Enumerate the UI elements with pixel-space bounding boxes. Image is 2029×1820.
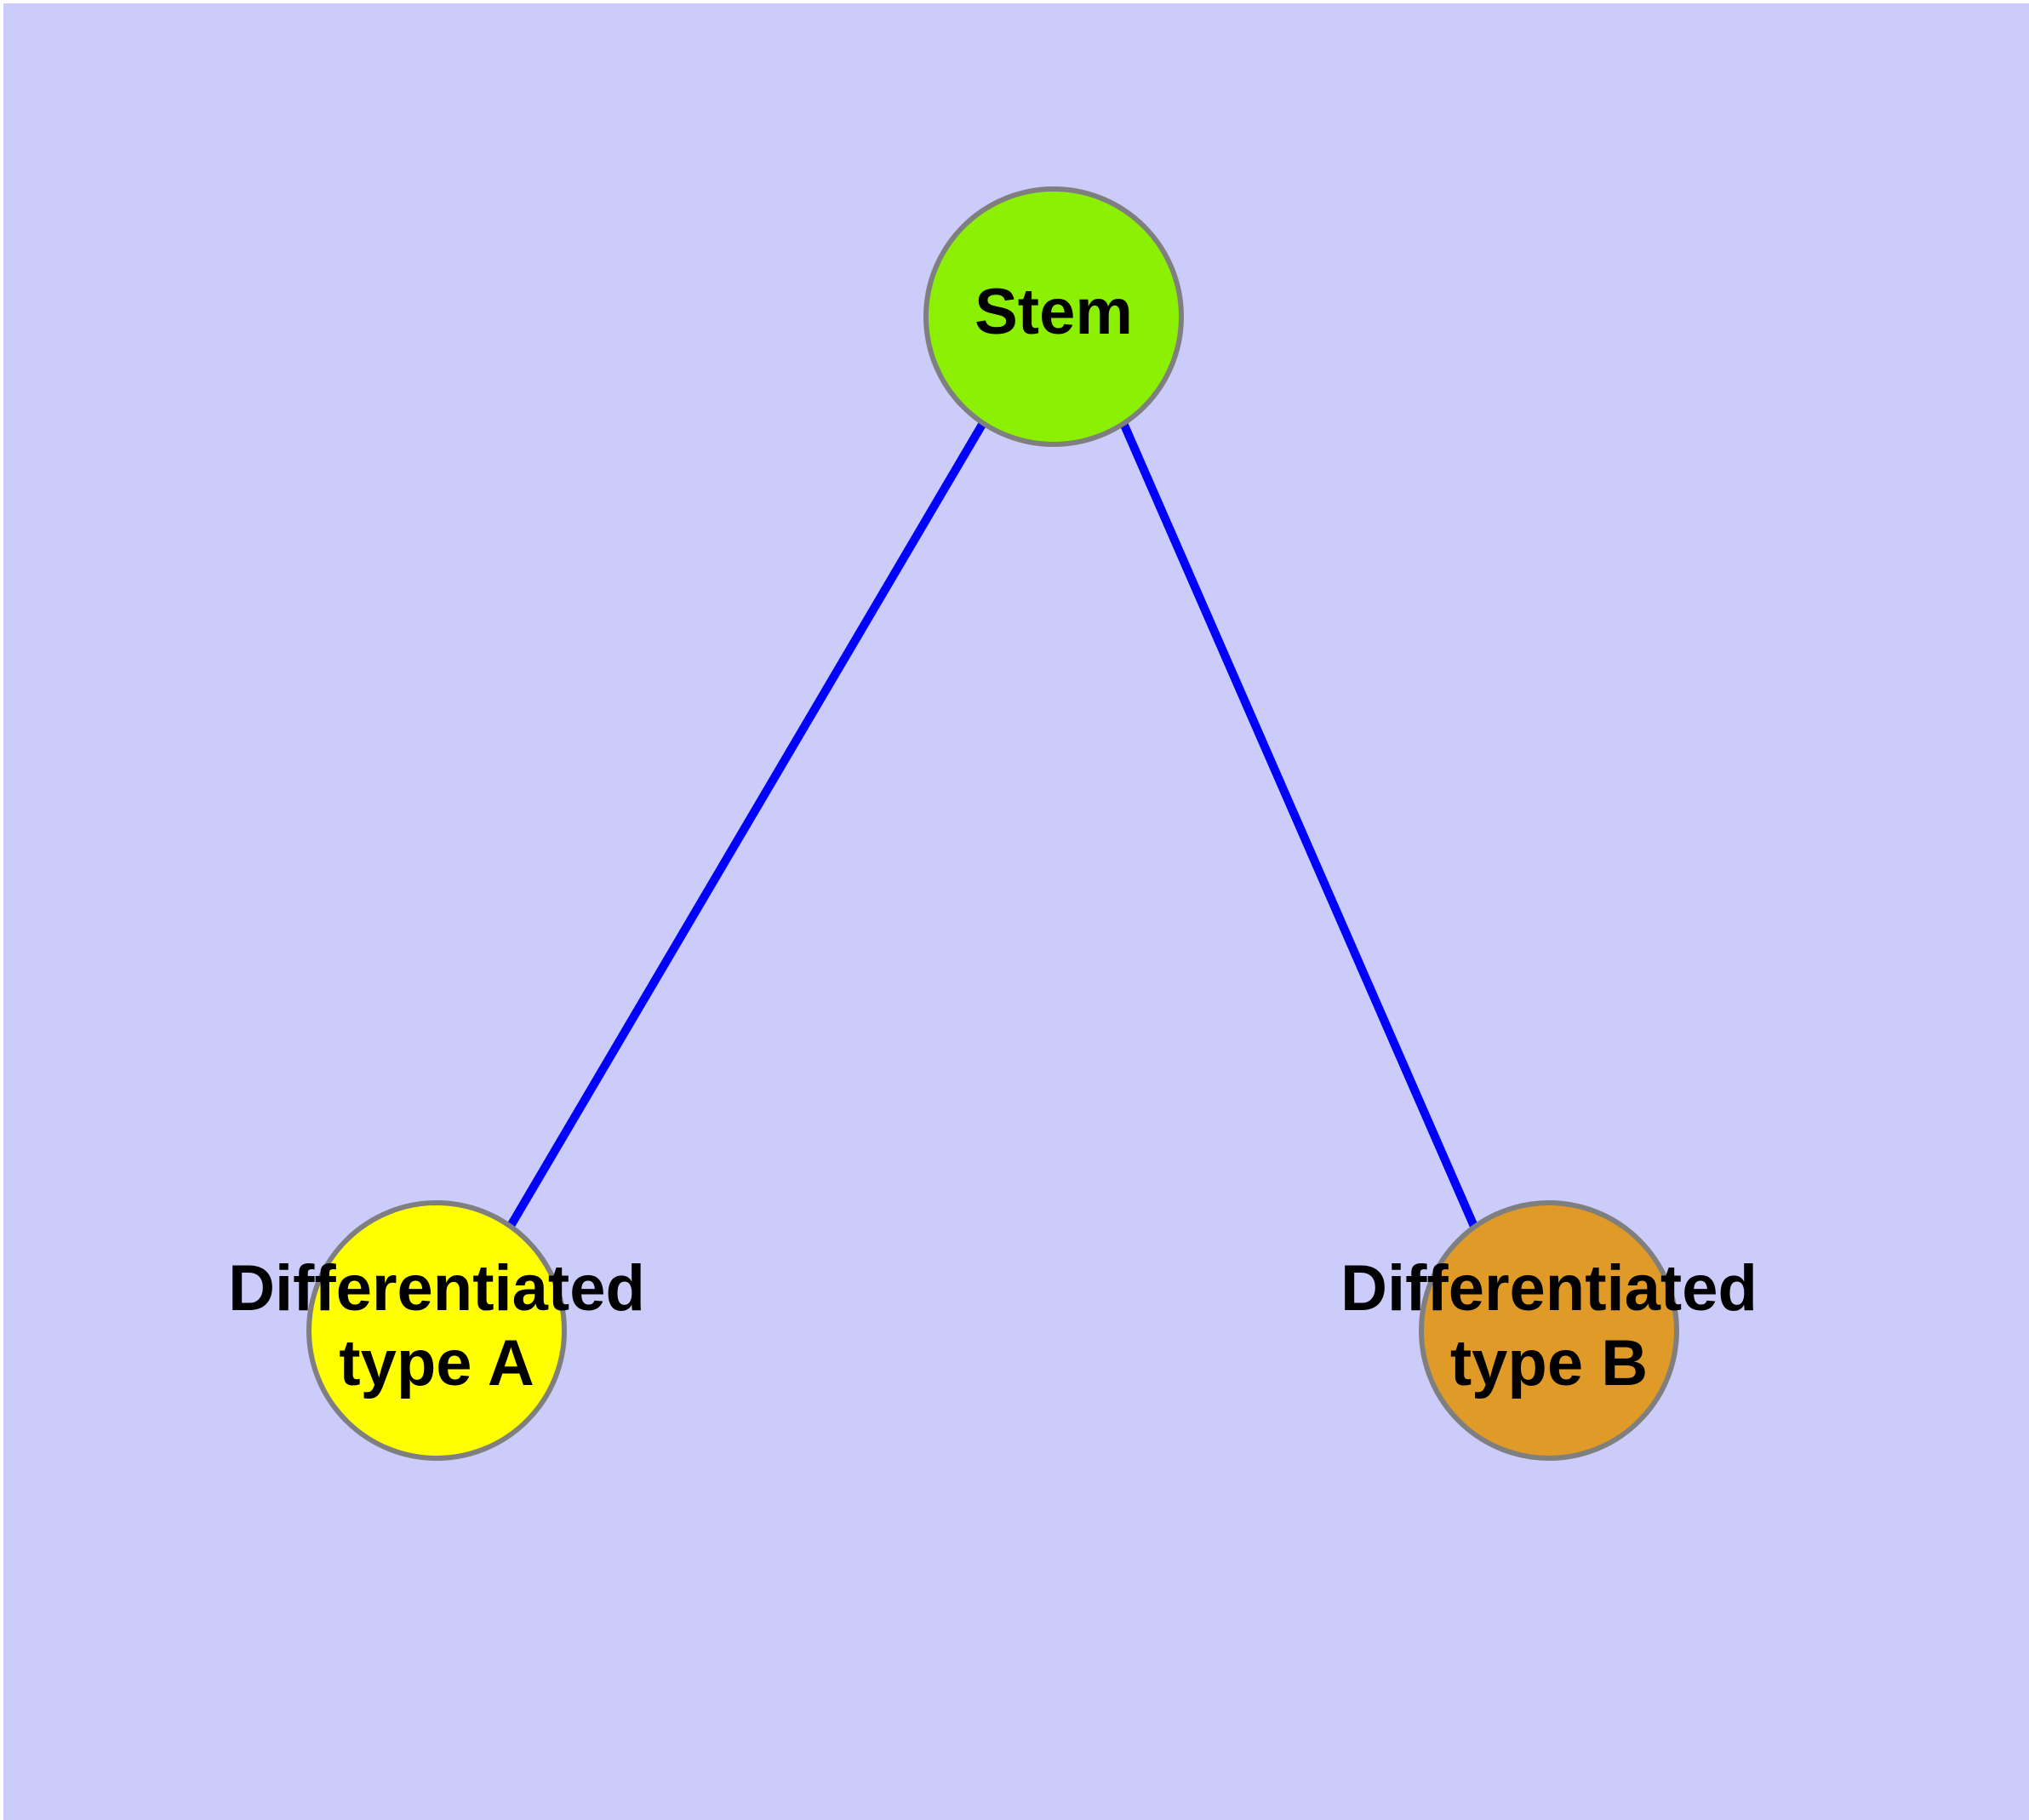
edge-stem-to-differentiated-type-a[interactable]	[506, 421, 987, 1228]
edge-stem-to-differentiated-type-b[interactable]	[1119, 421, 1479, 1231]
edge-layer	[506, 421, 1479, 1231]
node-stem-circle[interactable]	[923, 186, 1184, 447]
node-differentiated-type-a-circle[interactable]	[306, 1200, 567, 1461]
node-differentiated-type-b-circle[interactable]	[1419, 1200, 1679, 1461]
node-stem-label: Stem	[974, 276, 1133, 348]
node-stem[interactable]: Stem	[923, 186, 1184, 447]
